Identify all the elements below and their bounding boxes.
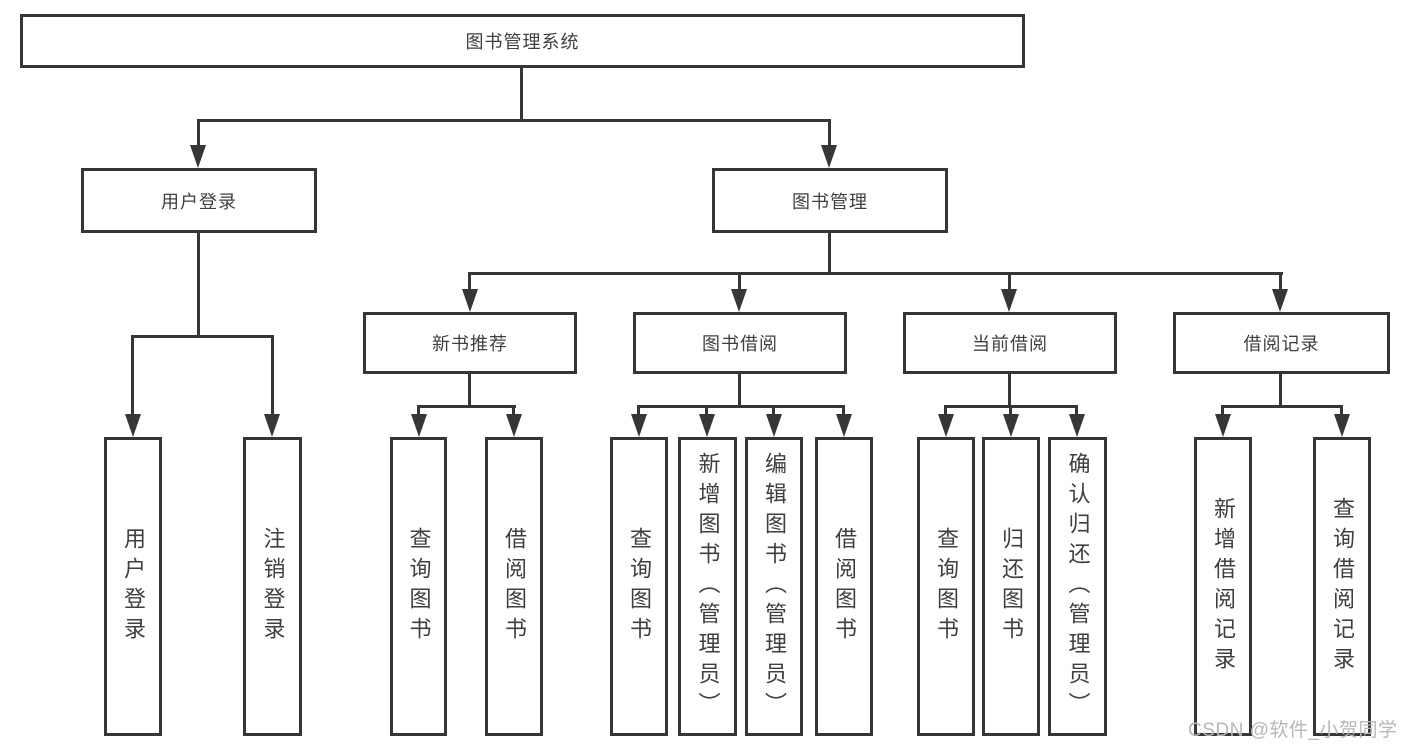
arrowhead-down-icon: [1215, 414, 1231, 437]
arrowhead-down-icon: [264, 414, 280, 437]
node-cb-confirm-return-admin-label: 确认归还（管理员）: [1065, 451, 1091, 722]
node-borrow-records-label: 借阅记录: [1243, 334, 1320, 354]
connector-line: [1008, 374, 1011, 407]
node-book-management: 图书管理: [712, 168, 948, 233]
arrowhead-down-icon: [766, 414, 782, 437]
node-user-login: 用户登录: [81, 168, 317, 233]
node-bb-edit-books-admin: 编辑图书（管理员）: [745, 437, 803, 736]
node-current-borrow: 当前借阅: [903, 312, 1117, 374]
node-bb-edit-books-admin-label: 编辑图书（管理员）: [762, 451, 787, 722]
node-bb-query-books-label: 查询图书: [627, 526, 652, 647]
node-cb-confirm-return-admin: 确认归还（管理员）: [1048, 437, 1107, 736]
connector-line: [1340, 405, 1343, 418]
node-nb-borrow-books-label: 借阅图书: [502, 526, 527, 647]
node-login: 用户登录: [104, 437, 162, 736]
connector-line: [637, 405, 640, 418]
connector-line: [468, 272, 471, 292]
arrowhead-down-icon: [631, 414, 647, 437]
connector-line: [1075, 405, 1078, 418]
connector-line: [1279, 272, 1282, 292]
node-nb-borrow-books: 借阅图书: [485, 437, 543, 736]
arrowhead-down-icon: [1001, 289, 1017, 312]
arrowhead-down-icon: [1334, 414, 1350, 437]
arrowhead-down-icon: [938, 414, 954, 437]
connector-line: [131, 335, 134, 417]
connector-line: [1008, 272, 1011, 292]
node-bb-borrow-books: 借阅图书: [815, 437, 873, 736]
node-cb-query-books-label: 查询图书: [934, 526, 959, 647]
node-logout-label: 注销登录: [260, 526, 286, 647]
connector-line: [705, 405, 708, 418]
connector-line: [271, 335, 274, 417]
connector-line: [828, 233, 831, 274]
connector-line: [468, 374, 471, 407]
node-nb-query-books: 查询图书: [390, 437, 447, 736]
connector-line: [197, 233, 200, 335]
node-br-add-record: 新增借阅记录: [1194, 437, 1252, 736]
arrowhead-down-icon: [506, 414, 522, 437]
connector-line: [637, 405, 845, 408]
arrowhead-down-icon: [821, 145, 837, 168]
node-new-book-recommend: 新书推荐: [363, 312, 577, 374]
connector-line: [1279, 374, 1282, 407]
connector-line: [131, 335, 274, 338]
node-br-query-record-label: 查询借阅记录: [1330, 496, 1355, 677]
connector-line: [468, 272, 1283, 275]
node-book-borrow-label: 图书借阅: [702, 334, 778, 354]
connector-line: [1221, 405, 1343, 408]
connector-line: [1221, 405, 1224, 418]
node-bb-add-books-admin: 新增图书（管理员）: [678, 437, 737, 736]
connector-line: [520, 68, 523, 119]
node-borrow-records: 借阅记录: [1173, 312, 1390, 374]
node-current-borrow-label: 当前借阅: [972, 334, 1048, 354]
connector-line: [197, 119, 831, 122]
node-logout: 注销登录: [243, 437, 302, 736]
connector-line: [417, 405, 420, 418]
node-cb-query-books: 查询图书: [917, 437, 975, 736]
watermark-text: CSDN @软件_小贺同学: [1188, 720, 1398, 741]
node-cb-return-books-label: 归还图书: [999, 526, 1024, 647]
arrowhead-down-icon: [411, 414, 427, 437]
arrowhead-down-icon: [1069, 414, 1085, 437]
node-root-label: 图书管理系统: [465, 32, 580, 52]
node-br-query-record: 查询借阅记录: [1313, 437, 1371, 736]
arrowhead-down-icon: [731, 289, 747, 312]
connector-line: [944, 405, 947, 418]
connector-line: [842, 405, 845, 418]
node-book-management-label: 图书管理: [792, 191, 868, 212]
connector-line: [512, 405, 515, 418]
connector-line: [197, 119, 200, 147]
arrowhead-down-icon: [699, 414, 715, 437]
arrowhead-down-icon: [836, 414, 852, 437]
node-cb-return-books: 归还图书: [982, 437, 1040, 736]
node-new-book-recommend-label: 新书推荐: [432, 334, 508, 354]
arrowhead-down-icon: [462, 289, 478, 312]
connector-line: [828, 119, 831, 147]
node-br-add-record-label: 新增借阅记录: [1211, 496, 1236, 677]
node-login-label: 用户登录: [121, 526, 146, 647]
node-bb-query-books: 查询图书: [610, 437, 668, 736]
arrowhead-down-icon: [1003, 414, 1019, 437]
node-root: 图书管理系统: [20, 14, 1025, 68]
arrowhead-down-icon: [1272, 289, 1288, 312]
arrowhead-down-icon: [190, 145, 206, 168]
node-user-login-label: 用户登录: [161, 191, 237, 212]
node-nb-query-books-label: 查询图书: [406, 526, 432, 647]
connector-line: [738, 272, 741, 292]
connector-line: [1009, 405, 1012, 418]
arrowhead-down-icon: [125, 414, 141, 437]
node-bb-borrow-books-label: 借阅图书: [832, 526, 857, 647]
connector-line: [738, 374, 741, 407]
connector-line: [772, 405, 775, 418]
node-book-borrow: 图书借阅: [633, 312, 847, 374]
connector-line: [417, 405, 516, 408]
node-bb-add-books-admin-label: 新增图书（管理员）: [695, 451, 721, 722]
